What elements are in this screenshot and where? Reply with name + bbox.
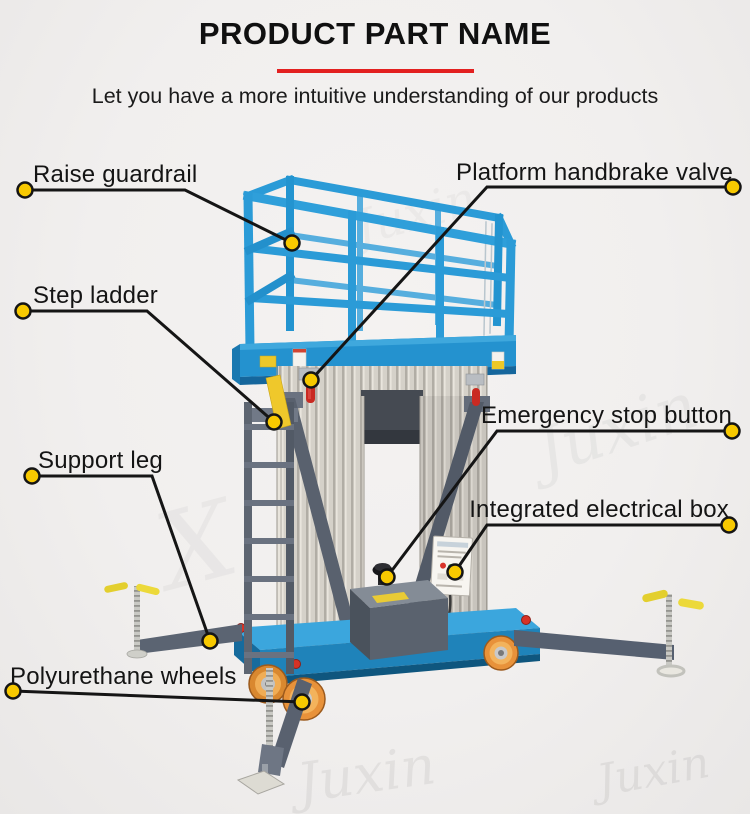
callout-line bbox=[25, 188, 293, 245]
callout-integrated-electrical-box bbox=[453, 523, 729, 573]
callout-dot-start bbox=[14, 302, 32, 320]
callout-step-ladder bbox=[23, 309, 275, 424]
callout-label: Platform handbrake valve bbox=[456, 159, 733, 186]
callout-dot-start bbox=[723, 422, 741, 440]
jack-handle bbox=[678, 598, 704, 610]
callout-dot-target bbox=[201, 632, 219, 650]
callout-polyurethane-wheels bbox=[12, 689, 303, 704]
jack-handle bbox=[642, 589, 668, 603]
callout-dot-start bbox=[16, 181, 34, 199]
wheel-right bbox=[483, 635, 519, 671]
jack-handle bbox=[104, 582, 128, 593]
leg-screw bbox=[266, 668, 273, 764]
jack-foot bbox=[126, 649, 148, 659]
callout-dot-start bbox=[4, 682, 22, 700]
jack-screw bbox=[134, 586, 140, 652]
callout-dot-start bbox=[720, 516, 738, 534]
callout-line bbox=[309, 185, 733, 382]
callout-support-leg bbox=[32, 474, 212, 642]
callout-label: Raise guardrail bbox=[33, 161, 197, 188]
callout-line bbox=[12, 689, 303, 704]
hazard-sticker bbox=[265, 374, 292, 430]
callout-emergency-stop-button bbox=[385, 429, 732, 578]
callout-raise-guardrail bbox=[25, 188, 293, 245]
callout-dot-target bbox=[293, 693, 311, 711]
handbrake-valve-right bbox=[465, 373, 485, 406]
jack-foot bbox=[656, 664, 686, 678]
warning-sticker bbox=[259, 348, 505, 371]
callout-line bbox=[32, 474, 212, 642]
callout-line bbox=[23, 309, 275, 424]
callout-label: Polyurethane wheels bbox=[10, 663, 237, 690]
header: PRODUCT PART NAME Let you have a more in… bbox=[0, 0, 750, 109]
outrigger-right bbox=[514, 589, 704, 678]
brace-left bbox=[281, 398, 364, 660]
leg-foot-pad bbox=[236, 770, 286, 795]
callout-dot-start bbox=[724, 178, 742, 196]
callout-label: Support leg bbox=[38, 447, 163, 474]
page-title: PRODUCT PART NAME bbox=[198, 16, 552, 51]
callout-dot-target bbox=[446, 563, 464, 581]
svg-text:Juxin: Juxin bbox=[585, 737, 713, 808]
callout-dot-target bbox=[378, 568, 396, 586]
svg-text:Juxin: Juxin bbox=[283, 733, 439, 814]
callout-dot-target bbox=[283, 234, 301, 252]
page-subtitle: Let you have a more intuitive understand… bbox=[91, 84, 659, 108]
callout-label: Step ladder bbox=[33, 282, 158, 309]
callout-platform-handbrake-valve bbox=[309, 185, 733, 382]
callout-label: Emergency stop button bbox=[481, 402, 732, 429]
callout-dot-target bbox=[265, 413, 283, 431]
callout-line bbox=[385, 429, 732, 578]
control-box bbox=[350, 563, 448, 660]
callout-dot-target bbox=[302, 371, 320, 389]
callout-dot-start bbox=[23, 467, 41, 485]
outrigger-left bbox=[104, 582, 242, 659]
callout-label: Integrated electrical box bbox=[469, 496, 729, 523]
jack-screw bbox=[666, 594, 672, 666]
callout-line bbox=[453, 523, 729, 573]
jack-handle bbox=[136, 583, 160, 596]
front-stabilizer-leg bbox=[236, 668, 312, 795]
title-underline-accent bbox=[276, 69, 474, 73]
